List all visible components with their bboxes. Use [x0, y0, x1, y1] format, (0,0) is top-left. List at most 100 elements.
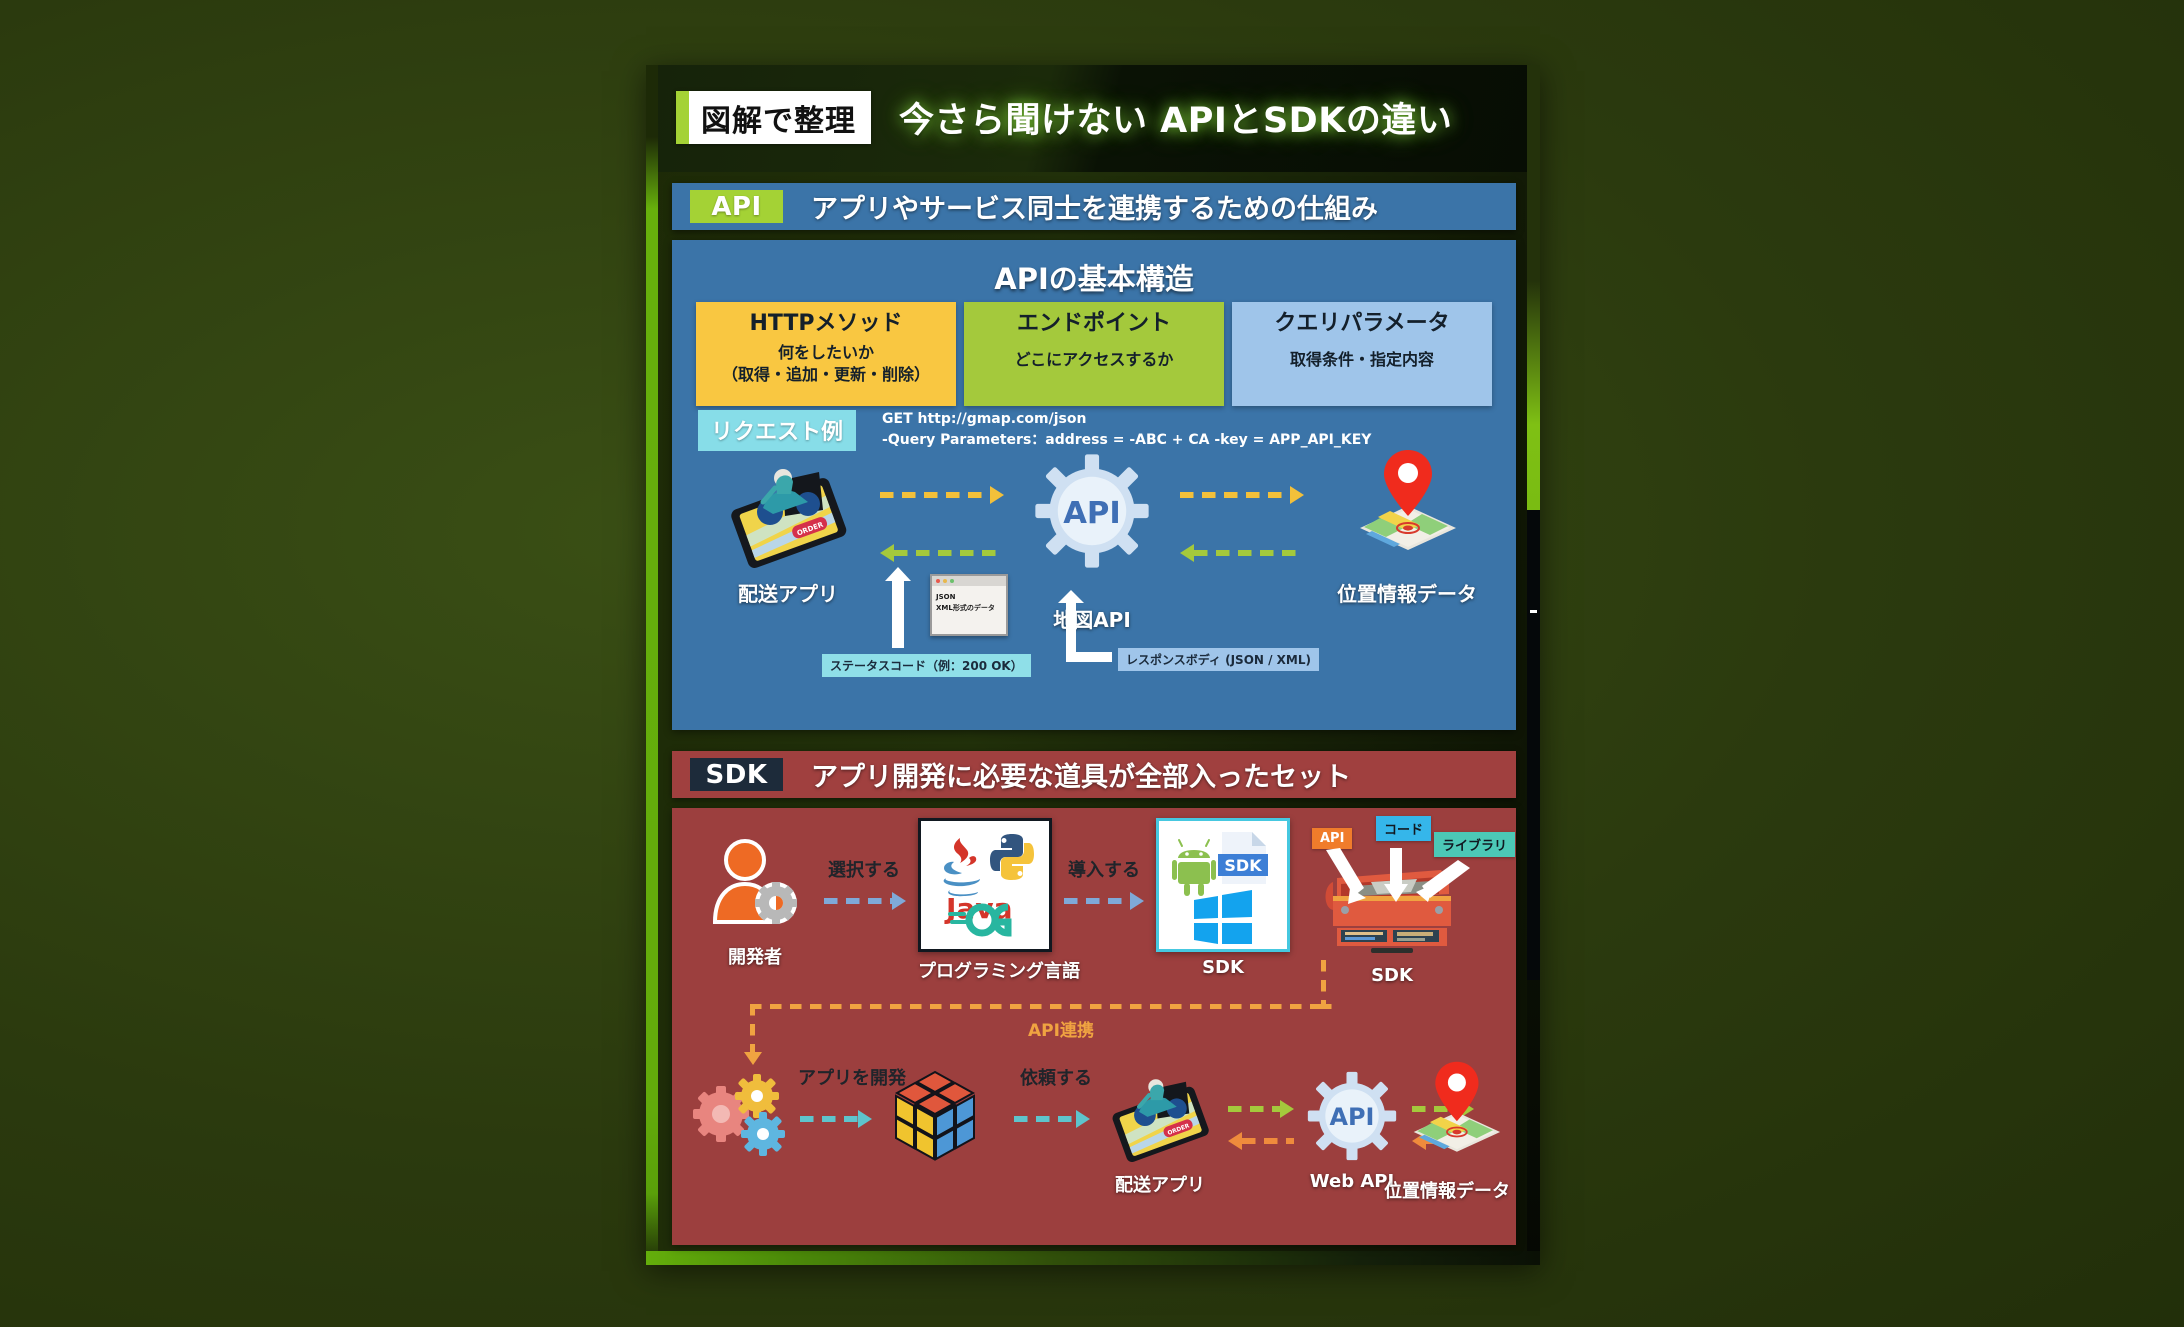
arrow-head	[1228, 1132, 1242, 1150]
api-renkei-line-down-to-gears	[750, 1004, 755, 1054]
sdk-node-delivery-app: ORDER 配送アプリ	[1092, 1070, 1228, 1197]
sdk-node-label: SDK	[1371, 965, 1413, 986]
title-row: 図解で整理 今さら聞けない APIとSDKの違い	[676, 91, 1452, 144]
structure-sub1: 取得条件・指定内容	[1289, 350, 1434, 370]
gears-icon	[693, 1074, 785, 1156]
structure-box-query-parameter: クエリパラメータ 取得条件・指定内容	[1232, 302, 1492, 406]
sdk-node-languages: Java プログラミング言語	[918, 818, 1080, 983]
request-example-line2: -Query Parameters：address = -ABC + CA -k…	[882, 432, 1372, 448]
sdk-platform-frame: SDK	[1156, 818, 1290, 952]
flow-node-location-data: 位置情報データ	[1322, 448, 1492, 607]
window-titlebar	[932, 576, 1006, 586]
sdk-arrow-develop	[800, 1110, 872, 1128]
svg-text:API: API	[1330, 1103, 1375, 1131]
api-section-chip: API	[690, 190, 783, 223]
api-renkei-line-stub	[1320, 1004, 1332, 1009]
request-example-chip: リクエスト例	[698, 410, 857, 451]
infographic-card: 図解で整理 今さら聞けない APIとSDKの違い API アプリやサービス同士を…	[646, 65, 1540, 1265]
flow-node-delivery-app: ORDER 配送アプリ	[708, 458, 868, 607]
sdk-node-label: 配送アプリ	[1115, 1175, 1205, 1196]
title-band: 図解で整理 今さら聞けない APIとSDKの違い	[658, 65, 1527, 172]
api-renkei-line-down-from-sdk	[1321, 960, 1326, 1008]
sdk-node-gears	[690, 1070, 800, 1166]
sdk-action-request: 依頼する	[1020, 1068, 1092, 1089]
svg-text:API: API	[1063, 496, 1121, 531]
arrow-head	[1076, 1110, 1090, 1128]
flow-node-map-api: API 地図API	[1017, 452, 1167, 633]
sdk-arrow-webapi-req	[1228, 1100, 1294, 1118]
arrow-line	[1412, 1106, 1460, 1112]
elbow-horizontal	[1066, 652, 1112, 662]
elbow-arrowhead	[1058, 590, 1084, 603]
card-bottom-edge	[646, 1251, 1540, 1265]
android-logo	[1172, 839, 1216, 896]
languages-logo-frame: Java	[918, 818, 1052, 952]
arrow-head	[1180, 544, 1194, 562]
window-dot-red	[936, 579, 940, 583]
status-code-arrow	[885, 567, 911, 648]
arrow-line	[894, 550, 1004, 556]
structure-box-http-method: HTTPメソッド 何をしたいか （取得・追加・更新・削除）	[696, 302, 956, 406]
sdk-node-label: 開発者	[728, 947, 782, 968]
arrow-line	[800, 1116, 858, 1122]
toolbox-tag-library: ライブラリ	[1434, 832, 1516, 857]
arrow-head	[880, 544, 894, 562]
sdk-node-platforms: SDK SDK	[1156, 818, 1290, 978]
card-left-edge	[646, 65, 658, 1265]
arrow-head	[892, 892, 906, 910]
arrow-head	[1280, 1100, 1294, 1118]
sdk-action-install: 導入する	[1068, 860, 1140, 881]
page-title: 今さら聞けない APIとSDKの違い	[899, 101, 1453, 141]
response-body-elbow-arrow	[1058, 590, 1112, 662]
structure-sub1: 何をしたいか	[777, 343, 874, 363]
arrow-line	[1194, 550, 1304, 556]
arrow-head	[990, 486, 1004, 504]
structure-box-endpoint: エンドポイント どこにアクセスするか	[964, 302, 1224, 406]
rubiks-cube-icon	[894, 1070, 976, 1161]
window-body: JSON XML形式のデータ	[932, 586, 1006, 619]
card-right-dash-mark	[1530, 610, 1537, 613]
arrow-line	[1180, 492, 1290, 498]
sdk-section-headline: アプリ開発に必要な道具が全部入ったセット	[811, 762, 1351, 793]
request-example-line1: GET http://gmap.com/json	[882, 411, 1087, 427]
sdk-node-app-cube	[880, 1066, 990, 1174]
request-example-row: リクエスト例 GET http://gmap.com/json -Query P…	[698, 410, 1371, 451]
sdk-arrow-install	[1064, 892, 1144, 910]
svg-text:SDK: SDK	[1224, 856, 1262, 875]
structure-heading: クエリパラメータ	[1274, 311, 1450, 336]
map-pin-icon	[1360, 450, 1456, 550]
sdk-node-label: SDK	[1202, 957, 1244, 978]
tag-status-code: ステータスコード（例：200 OK）	[822, 654, 1031, 677]
window-dot-green	[950, 579, 954, 583]
api-panel-title: APIの基本構造	[672, 256, 1516, 303]
api-renkei-label: API連携	[1028, 1021, 1094, 1041]
sdk-node-label: 位置情報データ	[1384, 1181, 1510, 1202]
window-dot-yellow	[943, 579, 947, 583]
arrow-line	[1228, 1106, 1280, 1112]
python-logo	[990, 834, 1034, 880]
flow-node-label: 位置情報データ	[1337, 582, 1477, 606]
web-api-gear-icon: API	[1307, 1071, 1397, 1161]
json-response-window: JSON XML形式のデータ	[930, 574, 1008, 636]
zukai-badge-accent-bar	[676, 91, 689, 144]
arrow-line	[880, 492, 990, 498]
sdk-action-develop: アプリを開発	[798, 1068, 906, 1089]
arrow-head	[858, 1110, 872, 1128]
sdk-node-label: プログラミング言語	[918, 961, 1080, 982]
toolbox-tag-arrows	[1326, 848, 1470, 904]
delivery-scooter-phone-icon: ORDER	[731, 469, 847, 568]
api-structure-row: HTTPメソッド 何をしたいか （取得・追加・更新・削除） エンドポイント どこ…	[696, 302, 1492, 406]
structure-heading: エンドポイント	[1016, 311, 1171, 336]
developer-person-gear-icon	[712, 839, 797, 924]
toolbox-tag-code: コード	[1376, 816, 1432, 841]
zukai-badge-label: 図解で整理	[701, 103, 856, 139]
arrow-line	[824, 898, 892, 904]
arrow-line	[1242, 1138, 1294, 1144]
flow-node-label: 配送アプリ	[738, 582, 838, 606]
arrow-head	[1290, 486, 1304, 504]
sdk-section-header: SDK アプリ開発に必要な道具が全部入ったセット	[672, 751, 1516, 798]
api-panel-title-text: APIの基本構造	[978, 256, 1210, 303]
zukai-badge: 図解で整理	[676, 91, 871, 144]
api-gear-icon: API	[1035, 454, 1149, 568]
json-window-line1: JSON	[936, 593, 956, 601]
